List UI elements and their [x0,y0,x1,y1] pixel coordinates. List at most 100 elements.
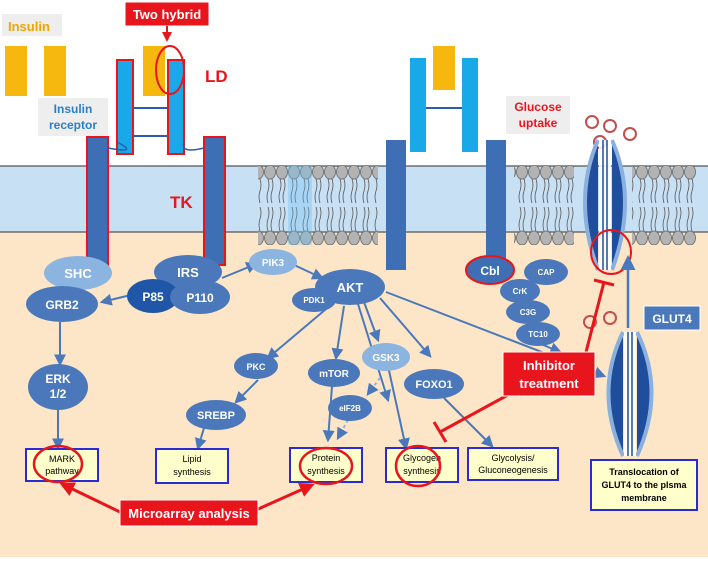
node-mtor: mTOR [308,359,360,387]
glucose-uptake-label-box [506,96,570,134]
svg-text:eIF2B: eIF2B [339,404,361,413]
insulin-bound [143,46,165,96]
svg-text:GLUT4 to the plsma: GLUT4 to the plsma [601,480,687,490]
node-shc: SHC [44,256,112,290]
glut4-label: GLUT4 [652,312,692,326]
svg-text:Gluconeogenesis: Gluconeogenesis [478,465,548,475]
glut4-vesicle [606,331,654,457]
insulin-receptor-label-box [38,98,108,136]
ld-label: LD [205,67,228,86]
node-tc10: TC10 [516,322,560,346]
insulin-receptor-label-2: receptor [49,118,97,132]
outcome-glut4-translocation: Translocation of GLUT4 to the plsma memb… [590,459,698,511]
glut4-circle [590,229,632,275]
receptor-beta-left [86,136,109,266]
svg-text:SREBP: SREBP [197,410,235,422]
node-crk: CrK [500,279,540,303]
microarray-arrow-right [255,483,315,512]
svg-text:AKT: AKT [337,280,364,295]
svg-text:CrK: CrK [513,287,528,296]
glut4-membrane [583,139,627,271]
svg-text:GRB2: GRB2 [45,298,79,312]
svg-text:Glycolysis/: Glycolysis/ [491,453,535,463]
node-pik3: PIK3 [249,249,297,275]
svg-text:membrane: membrane [621,493,667,503]
node-p110: P110 [170,280,230,314]
inhibitor-label-2: treatment [519,376,579,391]
svg-text:pathway: pathway [45,466,79,476]
inhibitor-treatment-box [502,351,596,397]
outcome-protein-synthesis: Protein synthesis [289,447,363,483]
svg-text:FOXO1: FOXO1 [415,379,452,391]
svg-text:Glycogen: Glycogen [403,453,441,463]
svg-text:PDK1: PDK1 [303,296,325,305]
svg-text:Cbl: Cbl [480,264,499,278]
node-srebp: SREBP [186,400,246,430]
insulin-label: Insulin [8,19,50,34]
microarray-label: Microarray analysis [128,506,249,521]
svg-text:synthesis: synthesis [173,467,211,477]
svg-text:PKC: PKC [246,362,266,372]
glucose-uptake-label-1: Glucose [514,100,562,114]
insulin-molecule [44,46,66,96]
svg-text:P110: P110 [186,291,214,305]
node-pkc: PKC [234,353,278,379]
svg-text:Protein: Protein [312,453,341,463]
node-cbl: Cbl [465,255,515,285]
two-hybrid-circle [155,45,185,95]
svg-text:SHC: SHC [64,266,92,281]
svg-text:mTOR: mTOR [319,369,350,380]
svg-text:TC10: TC10 [528,330,548,339]
svg-text:C3G: C3G [520,308,536,317]
lipid-bilayer-right [632,165,696,245]
node-gsk3: GSK3 [362,343,410,371]
microarray-arrow-left [59,482,121,514]
node-c3g: C3G [506,300,550,324]
receptor-alpha-left [116,59,134,155]
node-grb2: GRB2 [26,286,98,322]
svg-text:MARK: MARK [49,454,75,464]
node-erk: ERK 1/2 [28,364,88,410]
receptor-alpha-right [167,59,185,155]
microarray-label-box [119,499,259,527]
highlight-glycogen [394,444,442,488]
svg-text:Translocation of: Translocation of [609,467,680,477]
node-foxo1: FOXO1 [404,369,464,399]
lipid-bilayer-mid [514,165,574,245]
node-pdk1: PDK1 [292,288,336,312]
insulin-label-box [2,14,62,36]
inhibitor-line-glut4 [583,281,606,357]
insulin-bound-right [433,46,455,90]
lipid-bilayer-left [258,165,378,245]
two-hybrid-label: Two hybrid [133,7,201,22]
insulin-receptor-label-1: Insulin [54,102,93,116]
node-cap: CAP [524,259,568,285]
receptor2-beta-left [386,140,406,270]
svg-text:IRS: IRS [177,265,199,280]
receptor2-alpha-left [410,58,426,152]
outcome-glycolysis: Glycolysis/ Gluconeogenesis [467,447,559,481]
receptor2-alpha-right [462,58,478,152]
svg-text:synthesis: synthesis [403,466,441,476]
inhibitor-label-1: Inhibitor [523,358,575,373]
svg-text:Lipid: Lipid [182,454,201,464]
highlight-protein [298,446,354,486]
glut4-label-box [643,305,701,331]
svg-text:P85: P85 [142,290,164,304]
svg-text:ERK: ERK [45,372,71,386]
svg-text:synthesis: synthesis [307,466,345,476]
receptor2-beta-right [486,140,506,260]
svg-text:PIK3: PIK3 [262,258,285,269]
node-eif2b: eIF2B [328,395,372,421]
svg-text:CAP: CAP [538,268,556,277]
glucose-uptake-label-2: uptake [519,116,558,130]
insulin-molecule [5,46,27,96]
node-p85: P85 [127,279,179,313]
svg-text:GSK3: GSK3 [372,353,400,364]
svg-text:1/2: 1/2 [50,387,67,401]
highlight-mapk [32,444,84,484]
outcome-lipid-synthesis: Lipid synthesis [155,448,229,484]
receptor-beta-right [203,136,226,266]
